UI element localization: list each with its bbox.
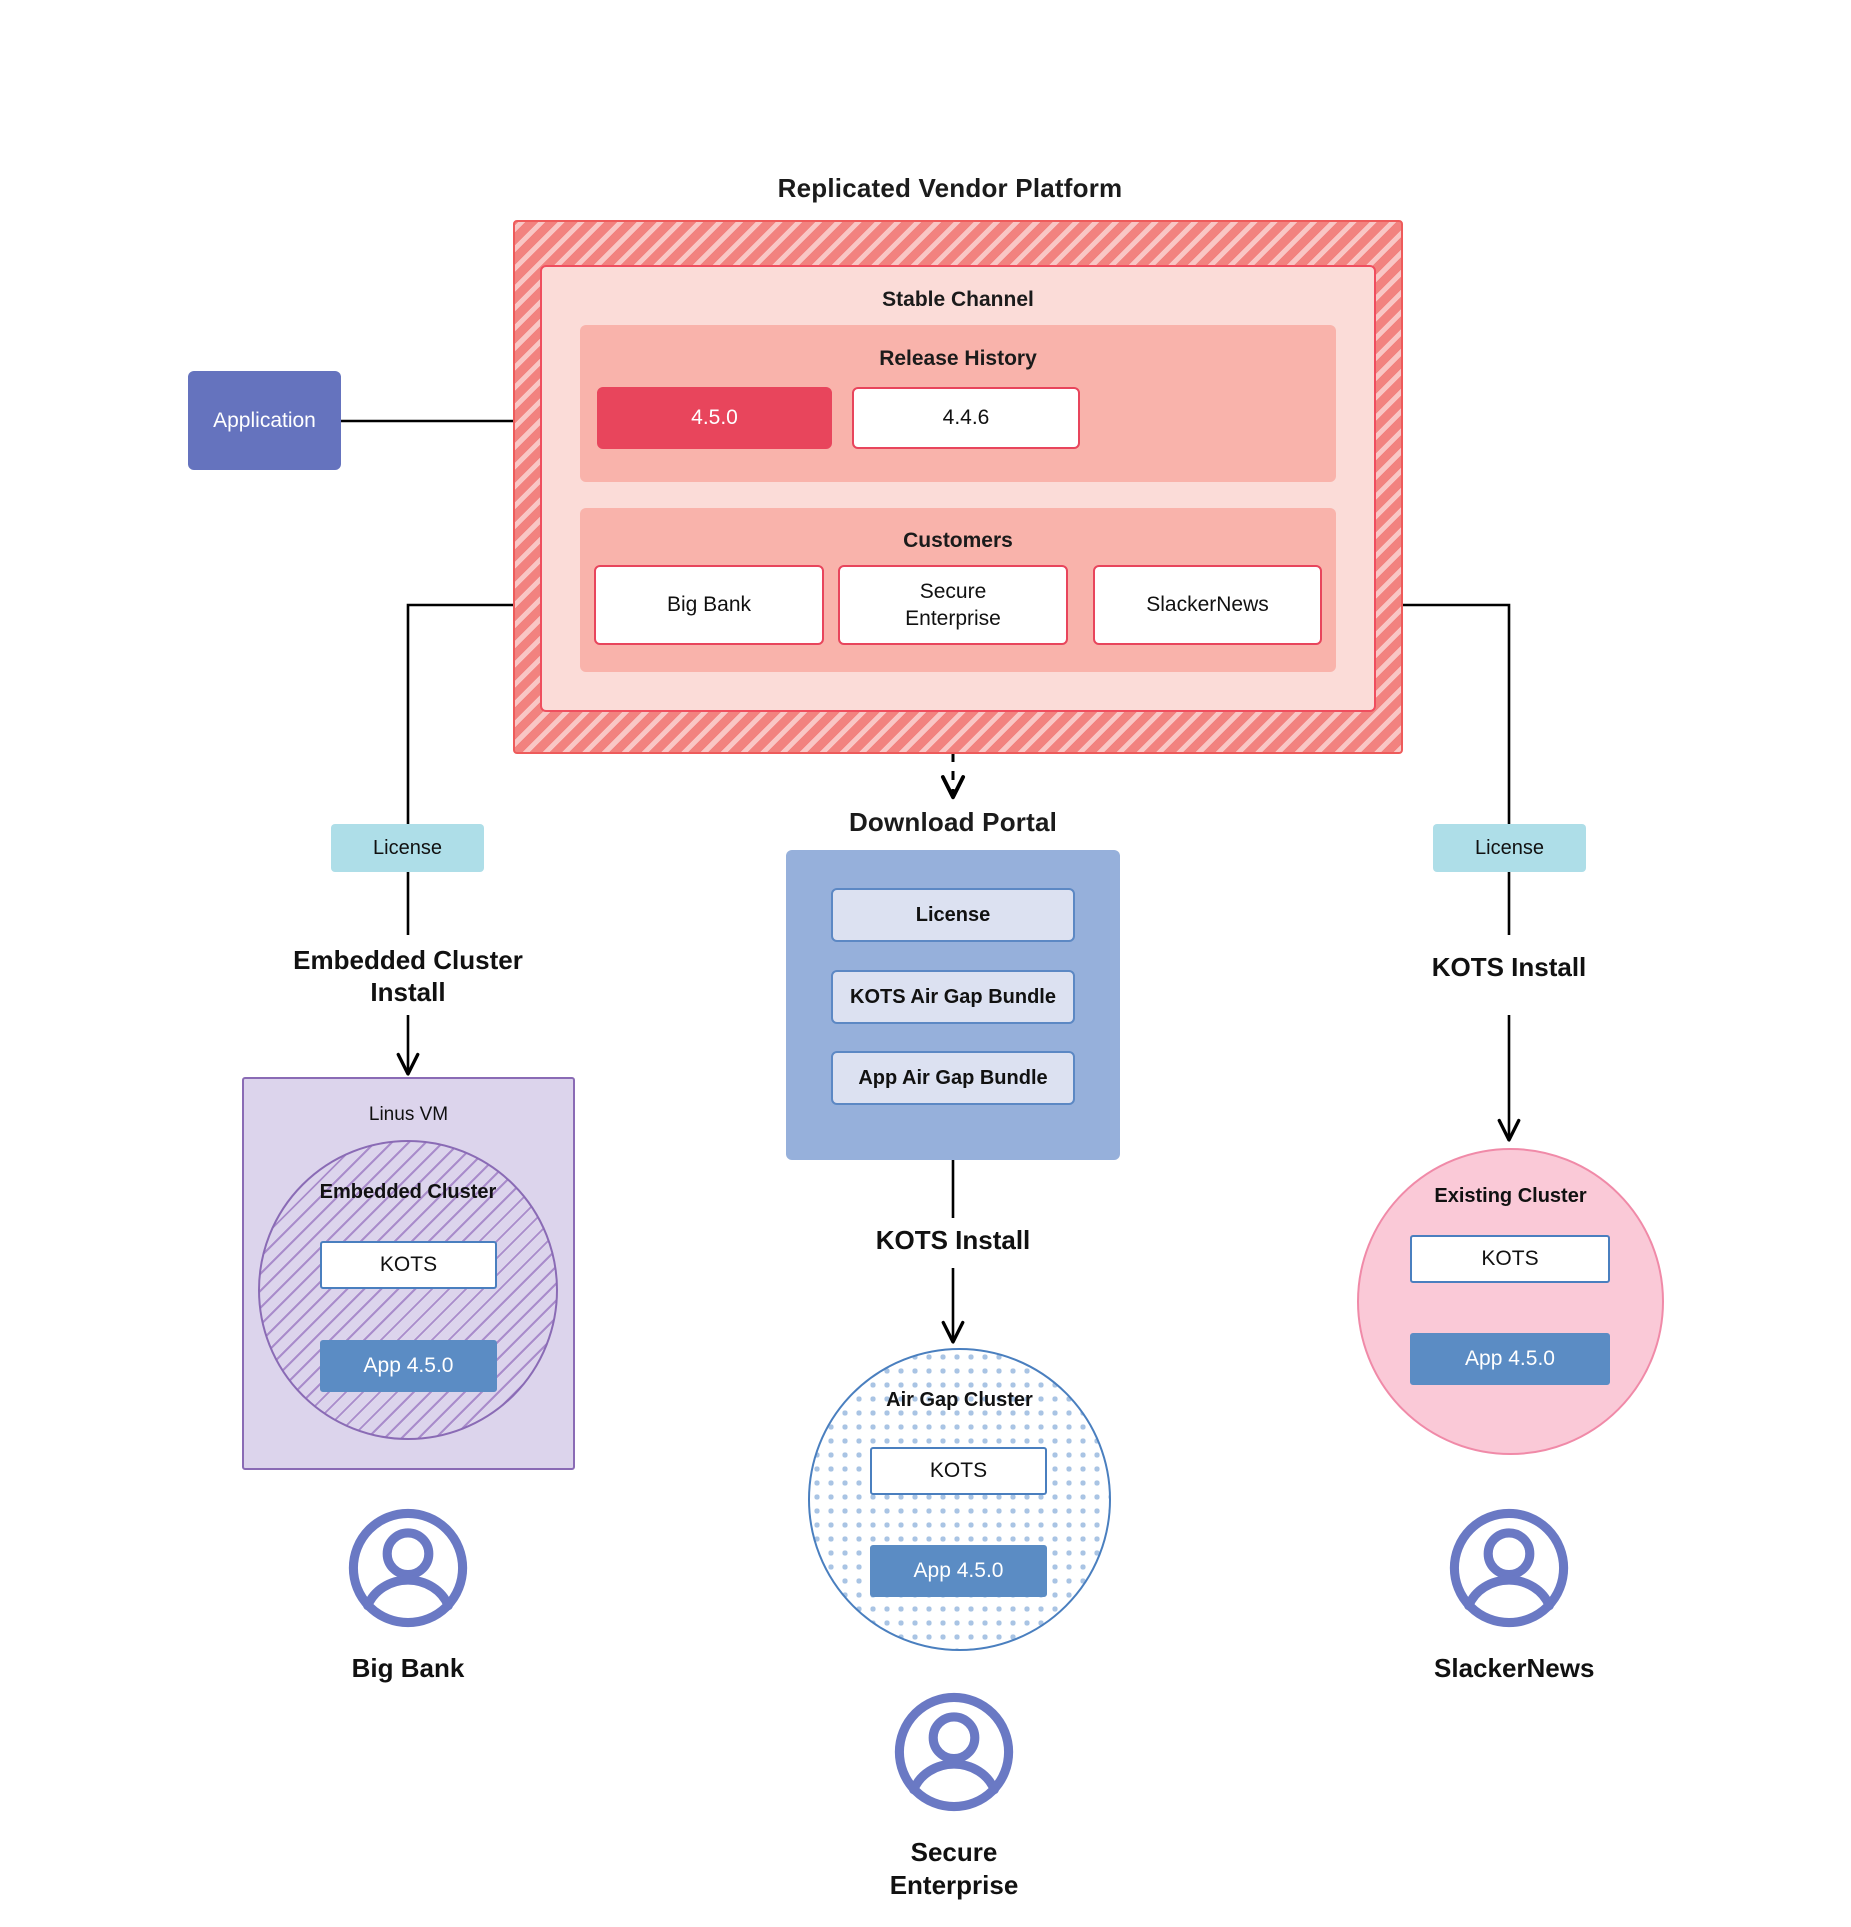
avatar-label-secure-enterprise: Secure Enterprise: [889, 1837, 1019, 1900]
download-portal-title: Download Portal: [848, 806, 1058, 837]
customer-card-secure-enterprise[interactable]: Secure Enterprise: [838, 565, 1068, 645]
avatar-label-slackernews: SlackerNews: [1434, 1653, 1595, 1683]
left-kots-node[interactable]: KOTS: [320, 1241, 497, 1289]
release-history-title: Release History: [879, 347, 1037, 370]
embedded-cluster-title: Embedded Cluster: [319, 1180, 497, 1203]
release-card-current[interactable]: 4.5.0: [597, 387, 832, 449]
air-gap-cluster-circle: [808, 1348, 1111, 1651]
release-card-previous[interactable]: 4.4.6: [852, 387, 1080, 449]
linus-vm-title: Linus VM: [368, 1104, 449, 1125]
avatar-secure-enterprise-wrap: Secure Enterprise: [879, 1687, 1029, 1901]
existing-cluster-circle: [1357, 1148, 1664, 1455]
person-icon: [1449, 1508, 1569, 1628]
avatar-label-big-bank: Big Bank: [351, 1653, 465, 1683]
right-kots-node[interactable]: KOTS: [1410, 1235, 1610, 1283]
stable-channel-title: Stable Channel: [882, 288, 1034, 311]
left-install-label: Embedded Cluster Install: [293, 944, 523, 1008]
center-kots-node[interactable]: KOTS: [870, 1447, 1047, 1495]
left-app-version-node[interactable]: App 4.5.0: [320, 1340, 497, 1392]
right-app-version-node[interactable]: App 4.5.0: [1410, 1333, 1610, 1385]
portal-item-app-air-gap-bundle[interactable]: App Air Gap Bundle: [831, 1051, 1075, 1105]
portal-item-kots-air-gap-bundle[interactable]: KOTS Air Gap Bundle: [831, 970, 1075, 1024]
avatar-big-bank-wrap: Big Bank: [333, 1503, 483, 1685]
embedded-cluster-circle: [258, 1140, 558, 1440]
customer-card-big-bank[interactable]: Big Bank: [594, 565, 824, 645]
right-install-label: KOTS Install: [1431, 951, 1587, 982]
person-icon: [348, 1508, 468, 1628]
existing-cluster-title: Existing Cluster: [1434, 1184, 1587, 1207]
customer-card-slackernews[interactable]: SlackerNews: [1093, 565, 1322, 645]
right-license-node[interactable]: License: [1433, 824, 1586, 872]
air-gap-cluster-title: Air Gap Cluster: [886, 1388, 1033, 1411]
portal-item-license[interactable]: License: [831, 888, 1075, 942]
left-license-node[interactable]: License: [331, 824, 484, 872]
center-app-version-node[interactable]: App 4.5.0: [870, 1545, 1047, 1597]
customers-title: Customers: [903, 529, 1013, 552]
center-install-label: KOTS Install: [875, 1224, 1031, 1255]
avatar-slackernews-wrap: SlackerNews: [1434, 1503, 1595, 1685]
application-node[interactable]: Application: [188, 371, 341, 470]
platform-title: Replicated Vendor Platform: [777, 172, 1123, 203]
person-icon: [894, 1692, 1014, 1812]
